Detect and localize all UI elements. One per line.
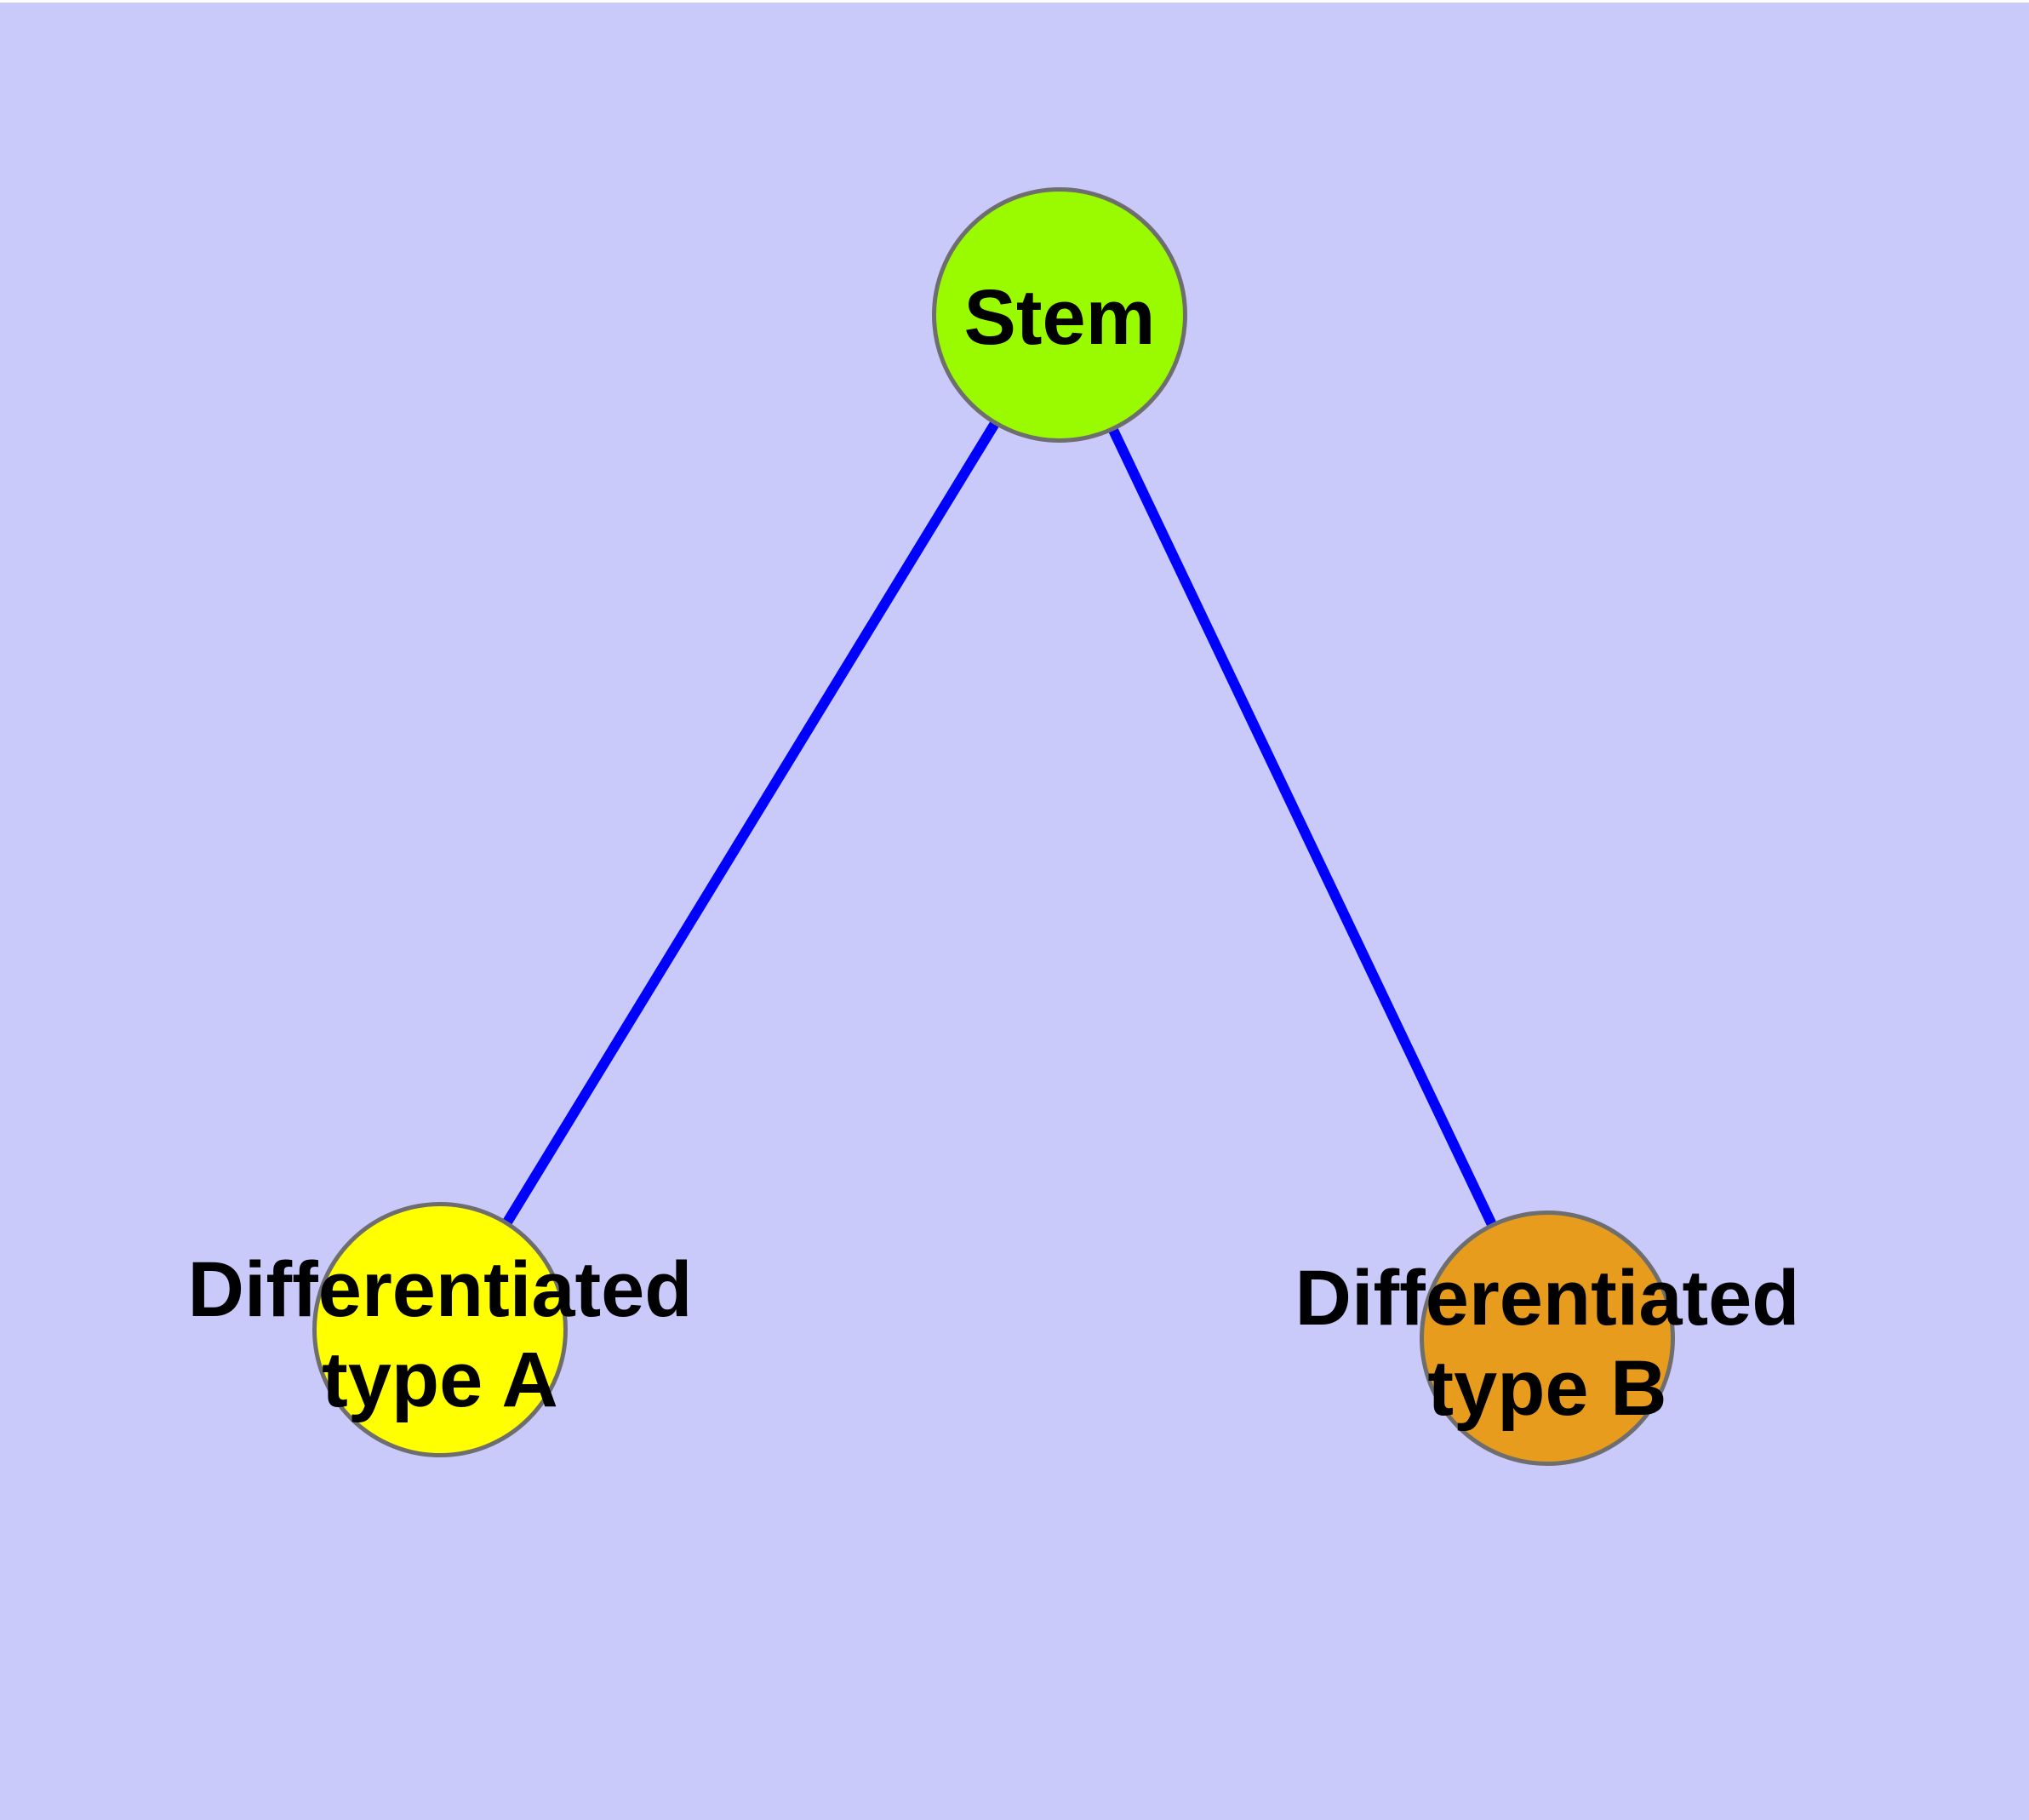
node-differentiated-type-a <box>312 1202 568 1457</box>
label-line: type B <box>1427 1345 1667 1432</box>
node-differentiated-type-b <box>1420 1210 1675 1466</box>
edge-stem-to-type-b <box>1055 315 1552 1343</box>
label-line: Differentiated <box>1295 1255 1800 1342</box>
node-label-differentiated-type-a: Differentiated type A <box>188 1245 693 1425</box>
node-label-differentiated-type-b: Differentiated type B <box>1295 1253 1800 1434</box>
label-line: type A <box>322 1336 558 1423</box>
node-label-stem: Stem <box>964 272 1156 363</box>
node-stem <box>932 187 1187 443</box>
edge-stem-to-type-a <box>435 314 1065 1336</box>
label-line: Differentiated <box>187 1246 693 1333</box>
edge-layer <box>435 314 1552 1343</box>
label-line: Stem <box>963 274 1156 361</box>
